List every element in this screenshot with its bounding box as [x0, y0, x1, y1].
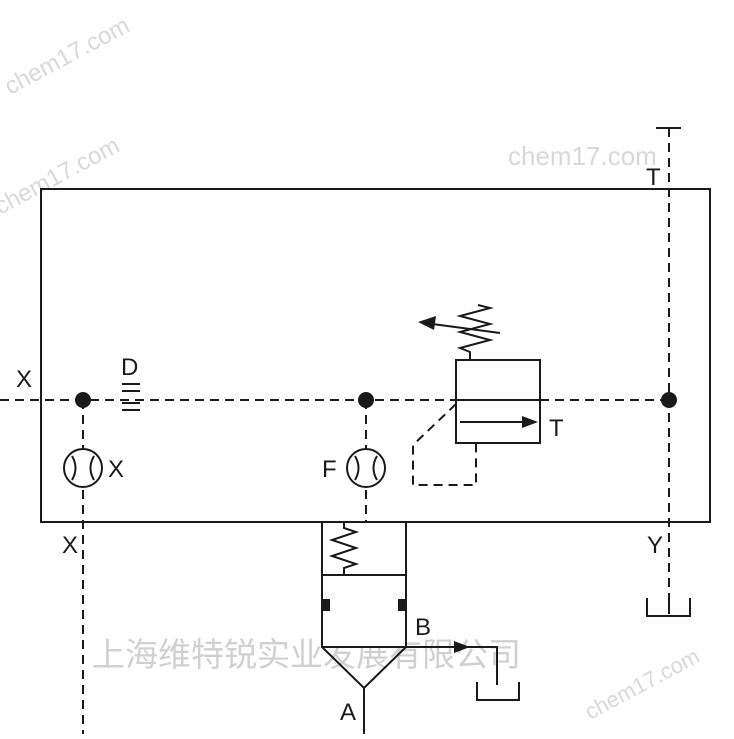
port-b-line — [406, 646, 498, 685]
label-y-bottom: Y — [647, 532, 663, 559]
watermark-top-left: chem17.com — [0, 12, 134, 100]
cartridge-spring — [328, 522, 360, 575]
orifice-x — [63, 448, 103, 488]
adjust-arrow — [424, 322, 501, 334]
junction-dot-t — [661, 392, 677, 408]
label-x-left: X — [16, 366, 32, 393]
label-a: A — [340, 699, 356, 726]
label-t-right: T — [549, 415, 564, 442]
label-x-bottom: X — [62, 532, 78, 559]
label-t-top: T — [646, 164, 661, 191]
tank-symbol-b — [476, 682, 520, 701]
port-b-arrowhead — [454, 641, 470, 653]
tank-symbol-y — [646, 598, 691, 617]
watermark-bottom-right: chem17.com — [581, 643, 704, 724]
cartridge-spring-chamber — [321, 521, 407, 576]
label-f: F — [322, 456, 337, 483]
cartridge-seal-left — [322, 599, 330, 611]
label-x-orifice: X — [108, 456, 124, 483]
relief-valve — [455, 359, 541, 444]
watermark-top-right: chem17.com — [508, 141, 657, 171]
cartridge-seal-right — [398, 599, 406, 611]
relief-valve-spring — [456, 304, 494, 360]
relief-flow-arrowhead — [522, 416, 538, 428]
label-d: D — [121, 354, 138, 381]
watermark-company: 上海维特锐实业发展有限公司 — [92, 635, 521, 674]
label-b: B — [415, 614, 431, 641]
adjust-arrowhead — [418, 316, 436, 330]
junction-dot-x — [75, 392, 91, 408]
cartridge-poppet — [321, 574, 407, 648]
watermark-mid-left: chem17.com — [0, 132, 124, 220]
junction-dot-f — [358, 392, 374, 408]
orifice-f — [346, 448, 386, 488]
